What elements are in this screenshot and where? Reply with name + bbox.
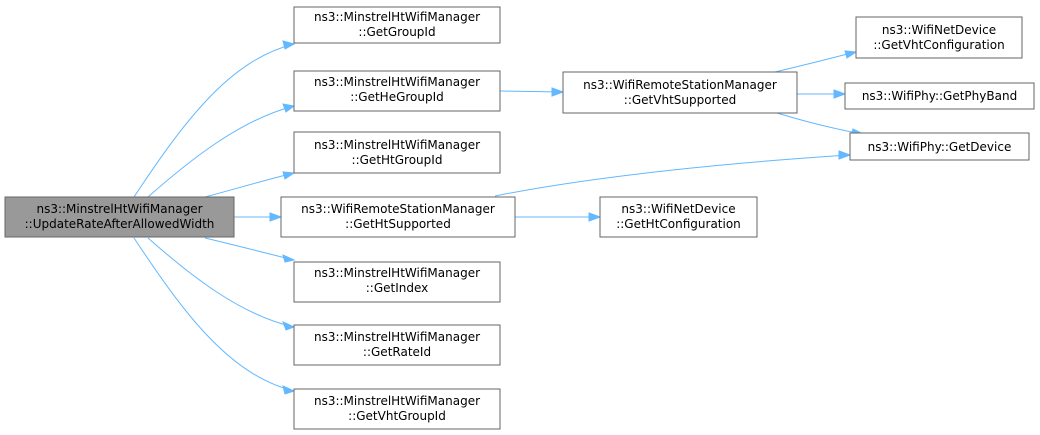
node-label-line1: ns3::WifiNetDevice <box>621 202 735 216</box>
node-label-line2: ::GetHtSupported <box>345 217 451 231</box>
node-get-ht-configuration[interactable]: ns3::WifiNetDevice ::GetHtConfiguration <box>599 196 758 238</box>
edge-root-to-getheggroupid <box>147 103 296 198</box>
edge-gethtsupported-to-getdevice <box>494 150 852 197</box>
node-get-phy-band[interactable]: ns3::WifiPhy::GetPhyBand <box>844 82 1035 110</box>
node-label-line2: ::GetHtConfiguration <box>616 217 741 231</box>
node-label-line1: ns3::MinstrelHtWifiManager <box>314 394 480 408</box>
node-label-line1: ns3::MinstrelHtWifiManager <box>314 10 480 24</box>
edge-root-to-getgroupid <box>133 40 296 198</box>
node-label-line2: ::GetHtGroupId <box>352 153 443 167</box>
edge-getheggroupid-to-getvhtsupported <box>499 87 565 97</box>
node-get-ht-group-id[interactable]: ns3::MinstrelHtWifiManager ::GetHtGroupI… <box>293 131 501 174</box>
node-get-index[interactable]: ns3::MinstrelHtWifiManager ::GetIndex <box>293 261 501 303</box>
node-get-group-id[interactable]: ns3::MinstrelHtWifiManager ::GetGroupId <box>293 6 501 44</box>
edge-root-to-getindex <box>204 237 296 263</box>
edge-gethtsupported-to-gethtconfiguration <box>515 212 602 222</box>
edge-getvhtsupported-to-getphyband <box>797 89 847 99</box>
node-get-vht-configuration[interactable]: ns3::WifiNetDevice ::GetVhtConfiguration <box>855 16 1023 59</box>
node-label-line2: ::GetRateId <box>363 345 431 359</box>
node-label-line1: ns3::WifiRemoteStationManager <box>301 202 495 216</box>
node-update-rate-after-allowed-width[interactable]: ns3::MinstrelHtWifiManager ::UpdateRateA… <box>4 196 235 238</box>
node-get-vht-supported[interactable]: ns3::WifiRemoteStationManager ::GetVhtSu… <box>562 71 798 114</box>
node-get-ht-supported[interactable]: ns3::WifiRemoteStationManager ::GetHtSup… <box>280 196 516 238</box>
edge-getvhtsupported-to-getvhtconfiguration <box>774 50 858 73</box>
node-label-line2: ::GetGroupId <box>358 25 435 39</box>
node-get-vht-group-id[interactable]: ns3::MinstrelHtWifiManager ::GetVhtGroup… <box>293 388 501 430</box>
node-get-rate-id[interactable]: ns3::MinstrelHtWifiManager ::GetRateId <box>293 324 501 366</box>
node-get-device[interactable]: ns3::WifiPhy::GetDevice <box>849 132 1030 161</box>
call-graph-nodes: ns3::MinstrelHtWifiManager ::UpdateRateA… <box>4 6 1035 430</box>
node-label-line1: ns3::MinstrelHtWifiManager <box>314 138 480 152</box>
node-label-line2: ::UpdateRateAfterAllowedWidth <box>25 217 215 231</box>
edge-root-to-gethtgroupid <box>204 171 296 198</box>
node-label-line1: ns3::MinstrelHtWifiManager <box>314 330 480 344</box>
node-label-line2: ::GetVhtSupported <box>624 93 736 107</box>
node-label-line1: ns3::MinstrelHtWifiManager <box>314 266 480 280</box>
edge-root-to-gethtsupported <box>234 212 283 222</box>
node-label-line2: ::GetVhtGroupId <box>348 409 446 423</box>
edge-root-to-getrateid <box>147 237 296 331</box>
node-label-line1: ns3::WifiPhy::GetPhyBand <box>862 89 1017 103</box>
node-label-line1: ns3::WifiNetDevice <box>882 23 996 37</box>
call-graph-edges <box>133 40 865 395</box>
node-label-line1: ns3::MinstrelHtWifiManager <box>36 202 202 216</box>
node-label-line1: ns3::MinstrelHtWifiManager <box>314 75 480 89</box>
node-label-line2: ::GetIndex <box>366 281 429 295</box>
edge-root-to-getvhtgroupid <box>133 237 296 395</box>
node-label-line2: ::GetVhtConfiguration <box>873 38 1004 52</box>
node-label-line1: ns3::WifiRemoteStationManager <box>583 78 777 92</box>
node-label-line1: ns3::WifiPhy::GetDevice <box>868 140 1012 154</box>
node-label-line2: ::GetHeGroupId <box>350 90 444 104</box>
node-get-he-group-id[interactable]: ns3::MinstrelHtWifiManager ::GetHeGroupI… <box>293 70 501 112</box>
